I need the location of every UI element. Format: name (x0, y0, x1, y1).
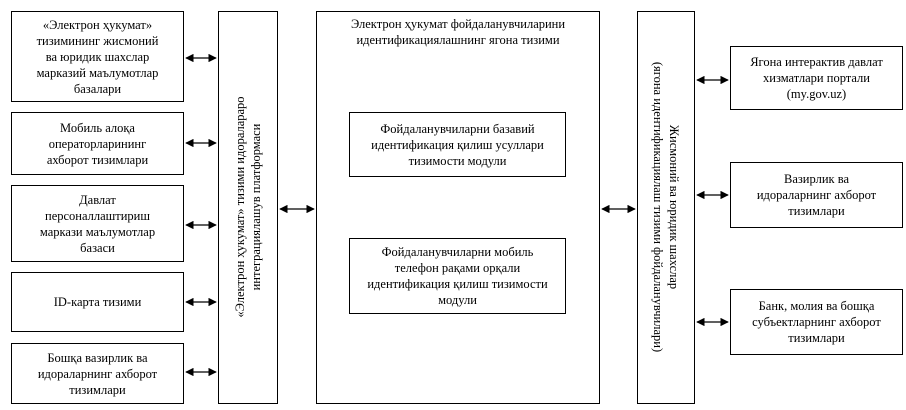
source-box-central-databases: «Электрон ҳукумат» тизимининг жисмоний в… (11, 11, 184, 102)
central-identification-system-box: Электрон ҳукумат фойдаланувчиларини иден… (316, 11, 600, 404)
source-label: Давлат персоналлаштириш маркази маълумот… (39, 192, 156, 255)
central-system-title: Электрон ҳукумат фойдаланувчиларини иден… (350, 17, 566, 47)
source-box-id-card: ID-карта тизими (11, 272, 184, 332)
consumer-box-my-gov-portal: Ягона интерактив давлат хизматлари порта… (730, 46, 903, 110)
source-box-other-ministries: Бошқа вазирлик ва идораларнинг ахборот т… (11, 343, 184, 404)
consumer-label: Вазирлик ва идораларнинг ахборот тизимла… (756, 172, 877, 218)
module-box-basic-identification: Фойдаланувчиларни базавий идентификация … (349, 112, 566, 177)
source-label: «Электрон ҳукумат» тизимининг жисмоний в… (36, 17, 159, 96)
individuals-legal-entities-box (637, 11, 695, 404)
module-label: Фойдаланувчиларни базавий идентификация … (371, 121, 544, 168)
source-label: Мобиль алоқа операторларининг ахборот ти… (46, 120, 149, 167)
source-label: Бошқа вазирлик ва идораларнинг ахборот т… (37, 350, 158, 397)
consumer-label: Банк, молия ва бошқа субъектларнинг ахбо… (752, 299, 881, 345)
integration-platform-box (218, 11, 278, 404)
source-label: ID-карта тизими (53, 295, 142, 309)
source-box-personalization-center: Давлат персоналлаштириш маркази маълумот… (11, 185, 184, 262)
consumer-box-ministries: Вазирлик ва идораларнинг ахборот тизимла… (730, 162, 903, 228)
consumer-label: Ягона интерактив давлат хизматлари порта… (750, 55, 883, 101)
consumer-box-banks: Банк, молия ва бошқа субъектларнинг ахбо… (730, 289, 903, 355)
module-box-mobile-identification: Фойдаланувчиларни мобиль телефон рақами … (349, 238, 566, 314)
module-label: Фойдаланувчиларни мобиль телефон рақами … (367, 245, 548, 307)
source-box-mobile-operators: Мобиль алоқа операторларининг ахборот ти… (11, 112, 184, 175)
